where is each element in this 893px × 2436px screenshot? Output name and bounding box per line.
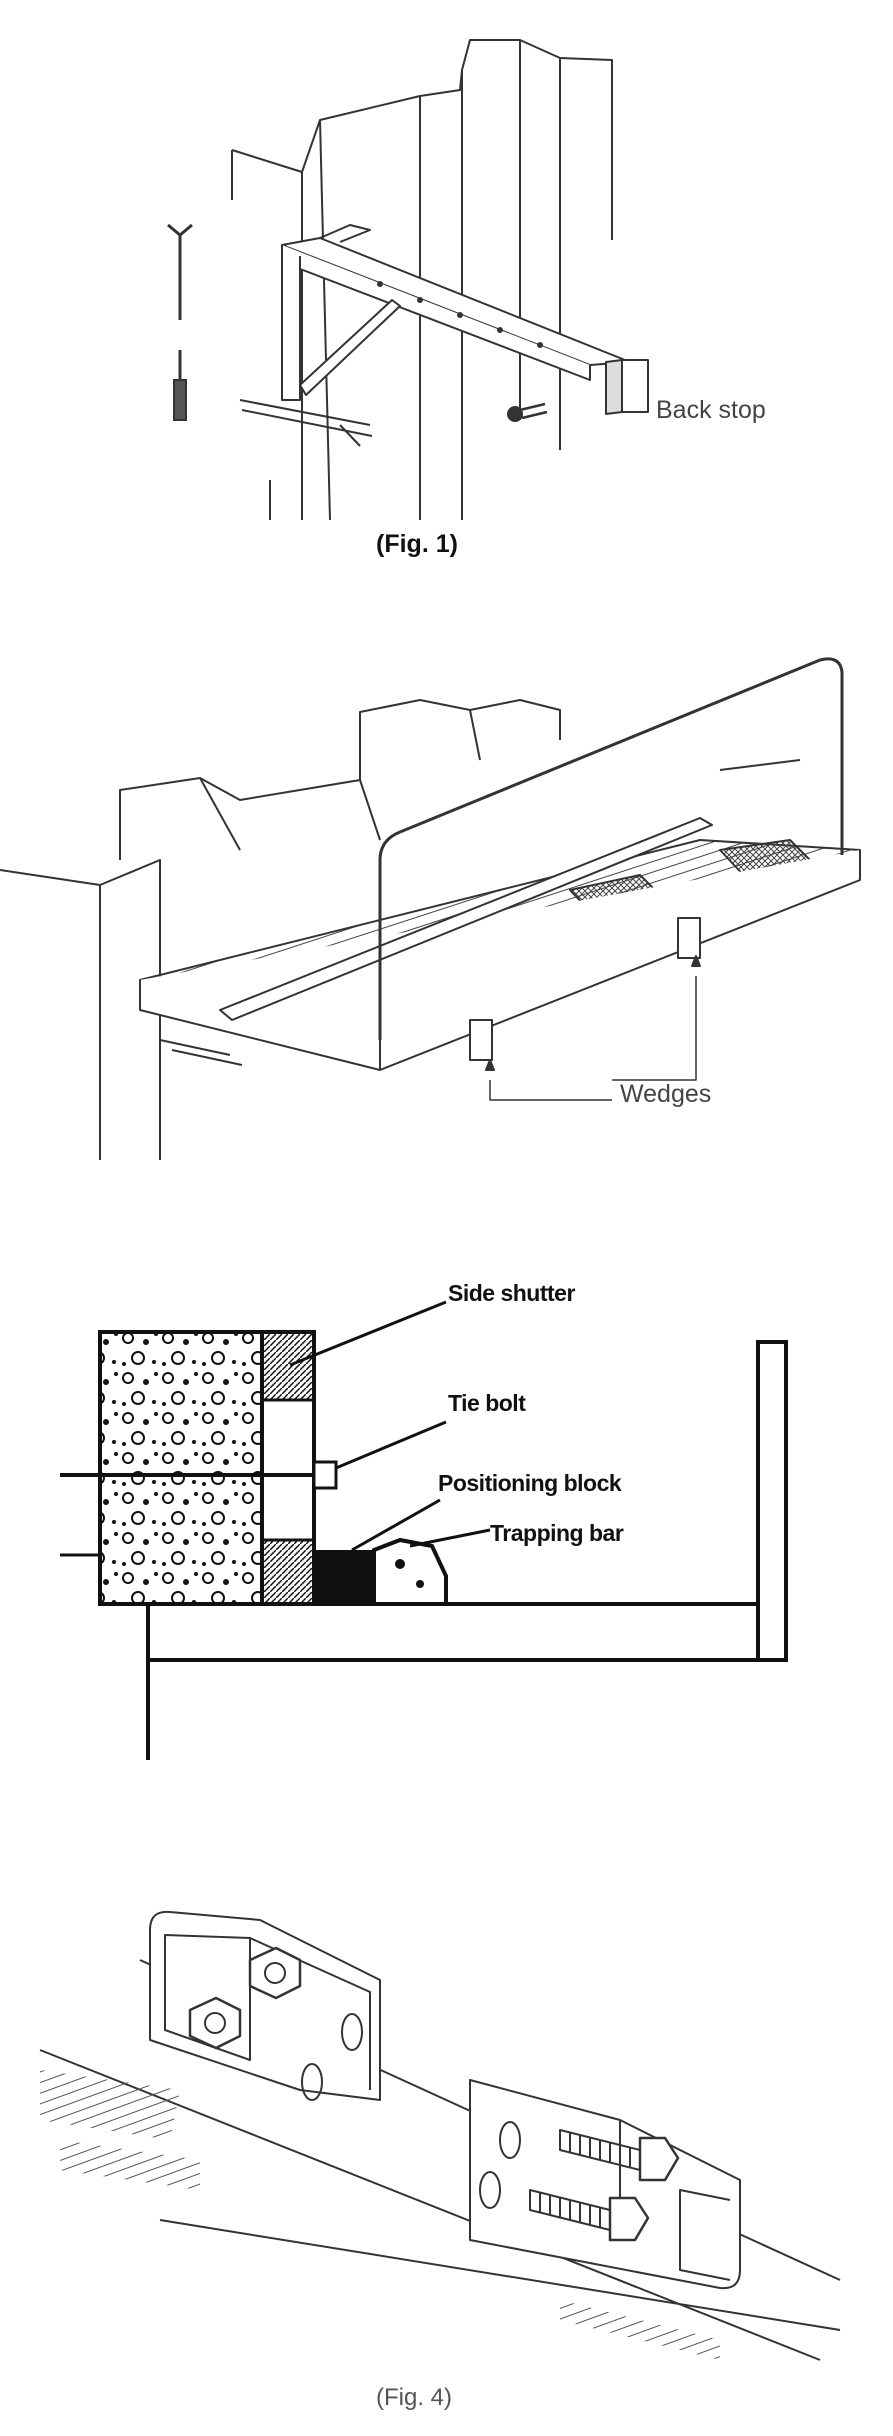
bracket-beam bbox=[319, 224, 371, 243]
pin-detail bbox=[167, 223, 193, 421]
deck-hatch bbox=[40, 2070, 180, 2140]
bracket-bolt-head bbox=[507, 406, 523, 422]
trapping-bar bbox=[372, 1537, 448, 1606]
bolt-hole bbox=[479, 2171, 501, 2209]
back-formwork bbox=[119, 699, 561, 860]
bracket-post bbox=[281, 250, 301, 401]
bracket-rod bbox=[339, 424, 361, 447]
figure-2-drawing bbox=[0, 657, 861, 1160]
bracket-beam bbox=[281, 237, 631, 366]
beam-holes bbox=[377, 281, 543, 348]
figure-4-drawing bbox=[39, 1910, 841, 2361]
wall-panel bbox=[319, 119, 331, 521]
leader-tie-bolt bbox=[335, 1420, 447, 1470]
upright-post bbox=[756, 1340, 788, 1662]
bolt-right-1 bbox=[559, 2129, 680, 2182]
leader-trapping-bar bbox=[409, 1528, 491, 1548]
wedge bbox=[469, 1019, 493, 1061]
label-trapping-bar: Trapping bar bbox=[490, 1520, 624, 1546]
figure-3-drawing bbox=[60, 1300, 788, 1760]
deck-hatch bbox=[60, 2140, 200, 2190]
label-wedges: Wedges bbox=[620, 1080, 712, 1108]
tie-bolt-nut bbox=[312, 1460, 338, 1490]
label-side-shutter: Side shutter bbox=[448, 1280, 575, 1306]
bracket-brace bbox=[299, 299, 401, 396]
hex-nut bbox=[248, 1946, 302, 2000]
wall-left bbox=[0, 859, 161, 1160]
center-rail bbox=[219, 817, 713, 1021]
bolt-right-2 bbox=[529, 2189, 650, 2242]
deck-hatch bbox=[560, 2300, 720, 2360]
label-back-stop: Back stop bbox=[656, 396, 766, 424]
hex-nut bbox=[188, 1996, 242, 2050]
bracket-bolt bbox=[519, 402, 548, 420]
wall-panel bbox=[519, 39, 613, 240]
label-positioning-block: Positioning block bbox=[438, 1470, 622, 1496]
caption-fig-1: (Fig. 1) bbox=[376, 530, 458, 558]
bracket-box-right bbox=[469, 2079, 741, 2290]
caption-fig-4: (Fig. 4) bbox=[376, 2384, 453, 2411]
bolt-hole bbox=[341, 2013, 363, 2051]
bolt-hole bbox=[301, 2063, 323, 2101]
wall-panel bbox=[419, 39, 521, 420]
bracket-rod bbox=[239, 399, 373, 437]
leader-positioning-block bbox=[351, 1498, 441, 1552]
guard-rail bbox=[378, 657, 844, 1040]
bracket-under bbox=[159, 1039, 243, 1066]
wedge bbox=[677, 917, 701, 959]
bolt-hole bbox=[499, 2121, 521, 2159]
leader-side-shutter bbox=[289, 1300, 447, 1367]
positioning-block bbox=[314, 1550, 374, 1604]
back-stop-plate bbox=[621, 359, 649, 413]
figure-1-drawing bbox=[167, 39, 649, 521]
label-tie-bolt: Tie bolt bbox=[448, 1390, 526, 1416]
platform-beam bbox=[146, 1602, 788, 1662]
